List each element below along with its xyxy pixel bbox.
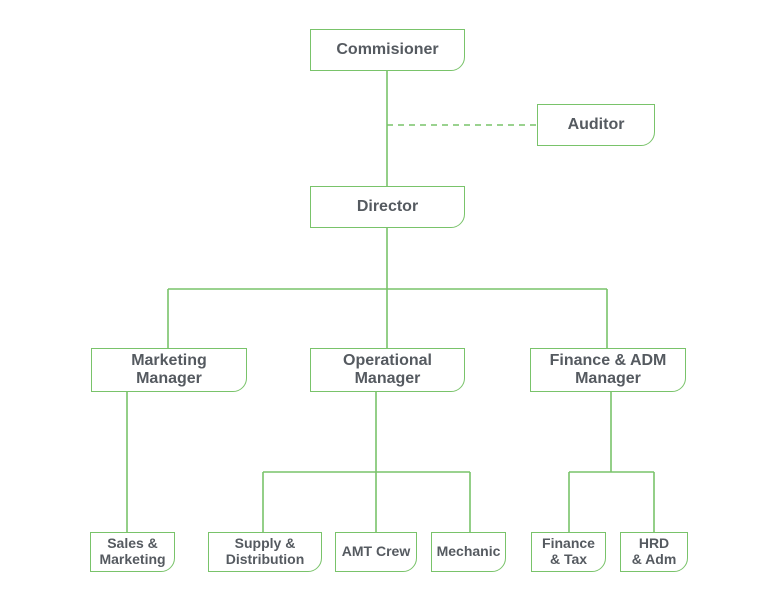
finance-adm-manager-node: Finance & ADM Manager [530,348,686,392]
mechanic-node: Mechanic [431,532,506,572]
hrd-adm-node: HRD & Adm [620,532,688,572]
operational-to-staff-connector [262,391,471,533]
supply-distribution-node: Supply & Distribution [208,532,322,572]
commissioner-node: Commisioner [310,29,465,71]
amt-crew-node: AMT Crew [335,532,417,572]
sales-marketing-node: Sales & Marketing [90,532,175,572]
finance-tax-node: Finance & Tax [531,532,606,572]
marketing-manager-node: Marketing Manager [91,348,247,392]
operational-manager-node: Operational Manager [310,348,465,392]
finance-to-staff-connector [568,391,655,533]
director-to-managers-connector [167,227,608,349]
director-node: Director [310,186,465,228]
auditor-node: Auditor [537,104,655,146]
